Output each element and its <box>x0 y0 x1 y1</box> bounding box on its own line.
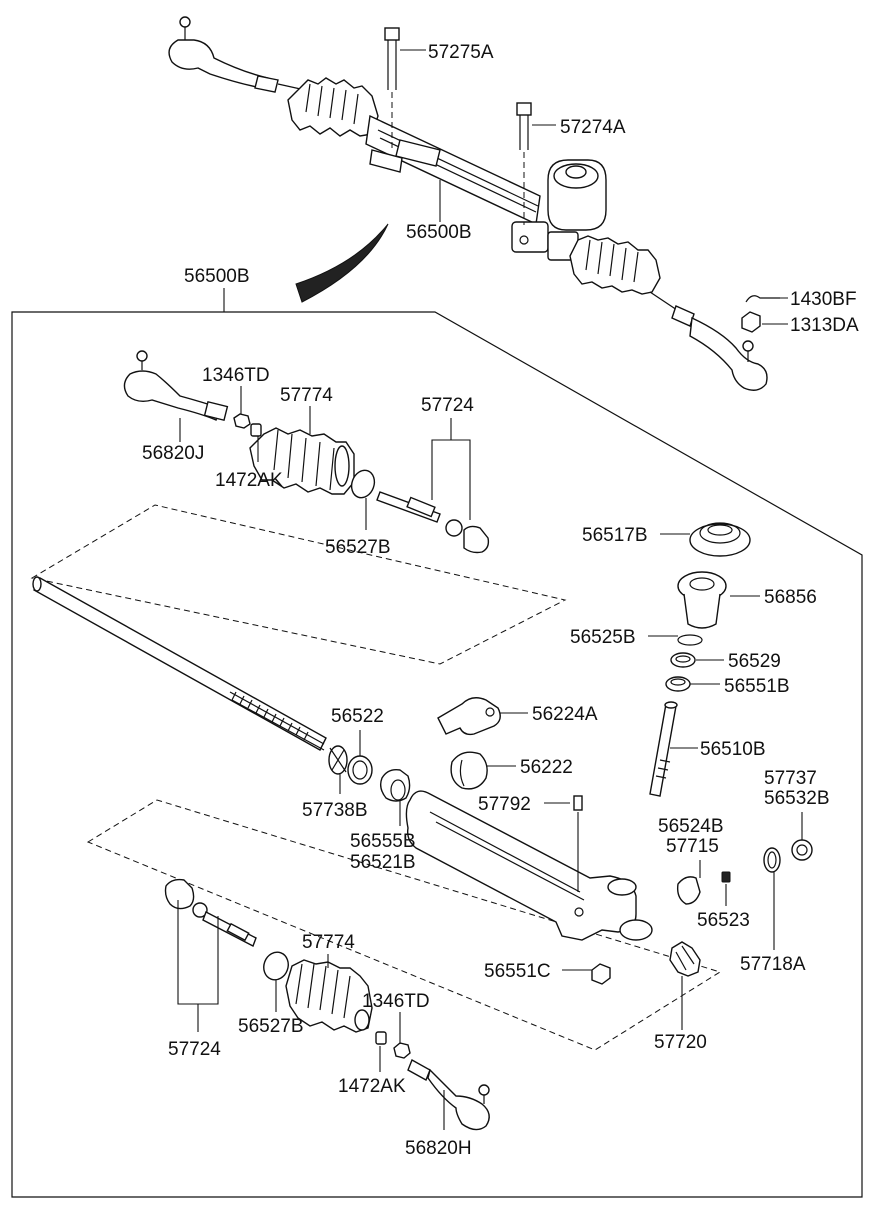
yoke-56524B <box>676 876 701 905</box>
label-56555B: 56555B <box>350 831 416 852</box>
label-57737: 57737 <box>764 768 817 789</box>
inner-tie-rod-57724-bottom <box>164 878 257 947</box>
dashed-group-bottom <box>86 799 722 1051</box>
label-1430BF: 1430BF <box>790 289 857 310</box>
inner-tie-rod-57724-top <box>376 491 490 554</box>
collar-1472AK-bottom <box>375 1031 387 1045</box>
label-57774-bottom: 57774 <box>302 932 355 953</box>
label-1346TD-top: 1346TD <box>202 365 270 386</box>
tie-rod-end-56820J <box>123 350 229 422</box>
pinion-56510B <box>649 701 678 797</box>
bellow-57720 <box>669 941 701 977</box>
snap-ring-56525B <box>677 634 703 646</box>
label-1346TD-bottom: 1346TD <box>362 991 430 1012</box>
label-1472AK-top: 1472AK <box>215 470 283 491</box>
label-56551B: 56551B <box>724 676 790 697</box>
clip-1430BF-icon <box>745 295 780 303</box>
cover-56856 <box>677 571 727 629</box>
steering-rack-assembly-drawing <box>168 16 768 391</box>
exploded-view-frame <box>11 311 863 1198</box>
label-56532B: 56532B <box>764 788 830 809</box>
dashed-group-rack <box>30 504 567 665</box>
bush-56222 <box>450 751 488 790</box>
label-1472AK-bottom: 1472AK <box>338 1076 406 1097</box>
label-56525B: 56525B <box>570 627 636 648</box>
label-57275A: 57275A <box>428 42 494 63</box>
ring-56522 <box>347 755 373 785</box>
bolt-57275A <box>384 27 400 150</box>
nut-1346TD-bottom <box>393 1042 411 1059</box>
label-56527B-bottom: 56527B <box>238 1016 304 1037</box>
label-56522: 56522 <box>331 706 384 727</box>
boot-57774-top <box>249 427 355 495</box>
bracket-56224A <box>437 697 501 736</box>
label-57718A: 57718A <box>740 954 806 975</box>
label-56820J: 56820J <box>142 443 204 464</box>
label-57724-top: 57724 <box>421 395 474 416</box>
bushing-56555B <box>379 768 411 802</box>
label-56524B: 56524B <box>658 816 724 837</box>
label-56222: 56222 <box>520 757 573 778</box>
label-56517B: 56517B <box>582 525 648 546</box>
plug-56551C <box>591 963 611 985</box>
nut-1346TD-top <box>233 413 251 429</box>
label-56521B: 56521B <box>350 852 416 873</box>
screw-56523 <box>721 871 731 883</box>
label-1313DA: 1313DA <box>790 315 859 336</box>
gear-housing <box>405 790 653 941</box>
bearing-56551B <box>665 676 691 692</box>
label-56523: 56523 <box>697 910 750 931</box>
part-labels: 57275A 57274A 56500B 56500B 1430BF 1313D… <box>142 42 859 1159</box>
leader-lines <box>177 49 803 1130</box>
clamp-56527B-bottom <box>263 951 289 981</box>
label-56510B: 56510B <box>700 739 766 760</box>
pin-57792 <box>573 795 583 811</box>
label-56820H: 56820H <box>405 1138 472 1159</box>
tie-rod-end-56820H <box>407 1059 490 1131</box>
label-56529: 56529 <box>728 651 781 672</box>
label-56500B-assy: 56500B <box>406 222 472 243</box>
clamp-56527B-top <box>350 469 376 499</box>
bolt-57274A <box>516 102 532 225</box>
seal-56529 <box>670 652 696 668</box>
label-57274A: 57274A <box>560 117 626 138</box>
label-57738B: 57738B <box>302 800 368 821</box>
label-56856: 56856 <box>764 587 817 608</box>
label-57724-bottom: 57724 <box>168 1039 221 1060</box>
nut-1313DA-icon <box>741 311 761 333</box>
collar-1472AK-top <box>250 423 262 437</box>
gear-57738B <box>328 745 348 775</box>
label-57774-top: 57774 <box>280 385 333 406</box>
rack-bar <box>32 576 327 751</box>
label-57715: 57715 <box>666 836 719 857</box>
label-56527B-top: 56527B <box>325 537 391 558</box>
cap-56517B <box>689 522 751 557</box>
ring-57718A <box>763 847 781 873</box>
label-56224A: 56224A <box>532 704 598 725</box>
locknut-57737 <box>791 839 813 861</box>
label-57720: 57720 <box>654 1032 707 1053</box>
assembly-arrow <box>295 223 389 303</box>
label-56500B-frame: 56500B <box>184 266 250 287</box>
label-57792: 57792 <box>478 794 531 815</box>
label-56551C: 56551C <box>484 961 551 982</box>
